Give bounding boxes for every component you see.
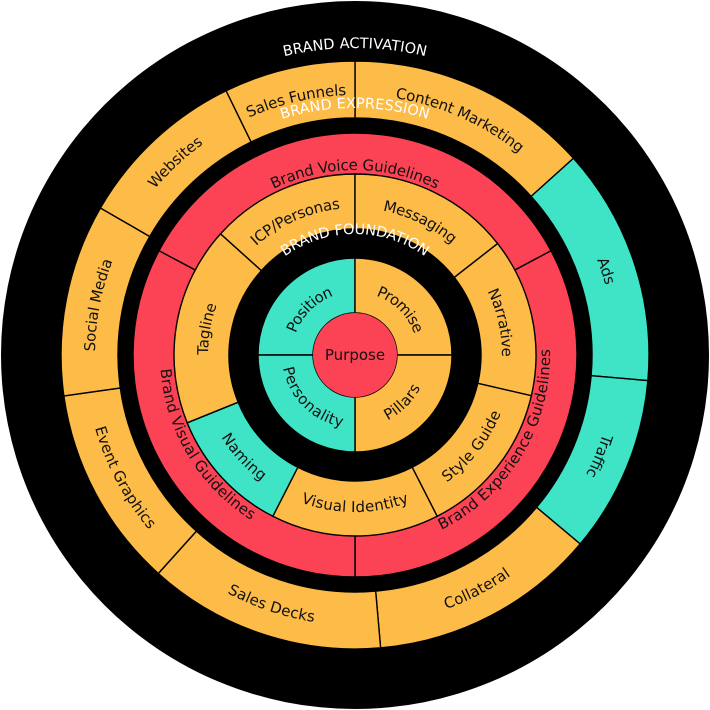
segment-sales-funnels: [225, 60, 356, 143]
ring-brand-activation: Content MarketingAdsTrafficCollateralSal…: [60, 60, 650, 650]
segment-tagline: [173, 232, 263, 424]
center-label: Purpose: [325, 346, 385, 364]
center-circle: [313, 313, 397, 397]
